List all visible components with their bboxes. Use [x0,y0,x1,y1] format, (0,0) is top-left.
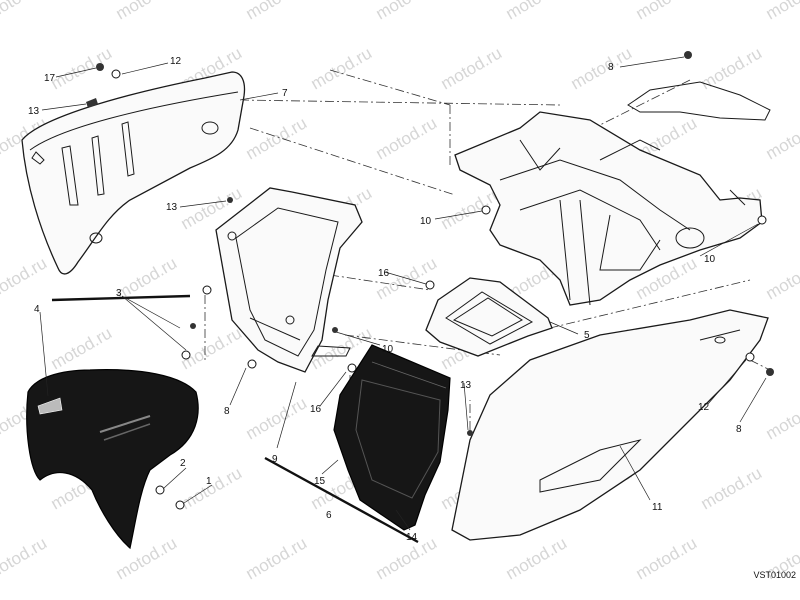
drawing-code: VST01002 [753,570,796,580]
callout-labels: 17 12 13 7 8 13 10 10 16 5 3 4 2 1 8 9 10 16 15 6 14 13 12 8 11 [28,56,742,543]
watermark-text: motod.ru [763,253,800,303]
callout-label: 13 [460,380,472,391]
callout-label: 1 [206,476,212,487]
callout-label: 12 [170,56,182,67]
callout-label: 10 [382,344,394,355]
callout-label: 3 [116,288,122,299]
callout-label: 13 [28,106,40,117]
callout-label: 16 [378,268,390,279]
subframe-assembly [454,81,771,306]
watermark-text: motod.ru [438,43,506,93]
watermark-text: motod.ru [503,533,571,583]
watermark-text: motod.ru [243,533,311,583]
watermark-text: motod.ru [113,0,181,23]
callout-label: 12 [698,402,710,413]
callout-label: 6 [326,510,332,521]
callout-label: 10 [420,216,432,227]
watermark-text: motod.ru [243,0,311,23]
watermark-text: motod.ru [178,463,246,513]
callout-label: 8 [224,406,230,417]
callout-label: 17 [44,73,56,84]
callout-label: 10 [704,254,716,265]
callout-label: 7 [282,88,288,99]
watermark-text: motod.ru [48,323,116,373]
watermark-text: motod.ru [178,323,246,373]
watermark-text: motod.ru [0,533,50,583]
callout-label: 8 [608,62,614,73]
watermark-text: motod.ru [763,0,800,23]
part-5-tray [425,277,553,357]
callout-label: 14 [406,532,418,543]
watermark-text: motod.ru [373,113,441,163]
callout-label: 8 [736,424,742,435]
watermark-text: motod.ru [633,533,701,583]
callout-label: 4 [34,304,40,315]
part-11-tail-fairing [451,309,769,541]
part-4-dark-fairing [26,369,199,550]
part-6-bracket-bar [264,456,419,544]
watermark-text: motod.ru [763,393,800,443]
watermark-text: motod.ru [698,43,766,93]
watermark-text: motod.ru [698,463,766,513]
callout-label: 16 [310,404,322,415]
callout-label: 13 [166,202,178,213]
watermark-text: motod.ru [0,0,50,23]
part-3-bracket-bar [51,294,191,302]
watermark-text: motod.ru [503,0,571,23]
watermark-text: motod.ru [568,43,636,93]
callout-label: 11 [652,502,663,513]
leader-lines [39,56,767,531]
callout-label: 2 [180,458,186,469]
callout-label: 9 [272,454,278,465]
watermark-text: motod.ru [48,43,116,93]
watermark-text: motod.ru [243,113,311,163]
part-7-side-panel [21,71,246,275]
watermark-text: motod.ru [308,43,376,93]
watermark-text: motod.ru [763,113,800,163]
callout-label: 15 [314,476,326,487]
watermark-text: motod.ru [0,253,50,303]
watermark-text: motod.ru [243,393,311,443]
callout-label: 5 [584,330,590,341]
watermark-text: motod.ru [373,0,441,23]
fasteners [86,51,774,510]
watermark-text: motod.ru [633,0,701,23]
part-6-inner-panel [333,344,451,531]
part-9-front-frame [215,187,363,373]
